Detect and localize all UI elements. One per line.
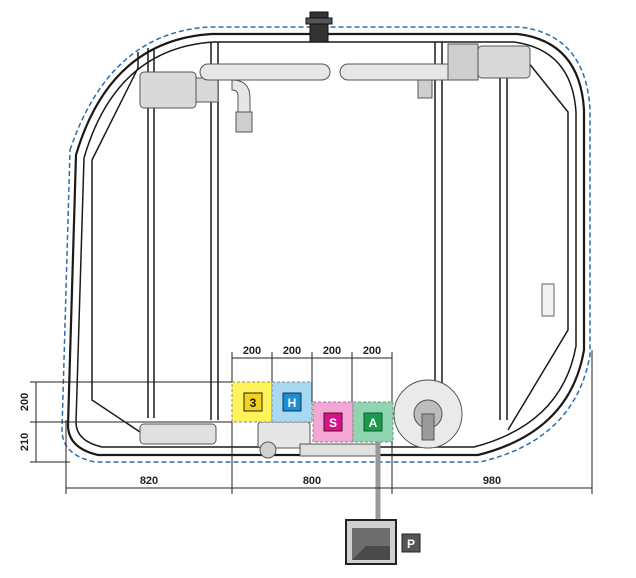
dim-left-2: 210 [19, 433, 31, 451]
zone-a: A [352, 401, 394, 443]
right-pump [339, 43, 531, 99]
support-bars [147, 42, 508, 440]
left-pump [139, 63, 331, 133]
bottom-left-element [139, 423, 217, 445]
zone-3-label: 3 [250, 396, 257, 410]
tank-frame-inner [75, 41, 577, 448]
top-connector [305, 11, 333, 43]
dim-bottom-3: 980 [483, 475, 501, 487]
tank-frame-outer [66, 32, 586, 457]
dim-top-4: 200 [363, 345, 381, 357]
dim-bottom-2: 800 [303, 475, 321, 487]
side-indicator [541, 283, 555, 317]
zone-3: 3 [231, 381, 273, 423]
outlet-p: P [345, 519, 421, 565]
dimension-lines [30, 350, 593, 494]
round-filter [393, 379, 463, 449]
dim-bottom-1: 820 [140, 475, 158, 487]
bottom-valve-assembly [257, 421, 381, 459]
zone-s-label: S [329, 416, 337, 430]
zone-h-label: H [288, 396, 297, 410]
zone-s: S [312, 401, 354, 443]
inner-chamfer-frame-right [507, 51, 569, 431]
zone-h: H [271, 381, 313, 423]
inner-chamfer-frame [91, 52, 141, 433]
dim-top-1: 200 [243, 345, 261, 357]
dim-top-3: 200 [323, 345, 341, 357]
outlet-p-label: P [407, 537, 415, 551]
zone-a-label: A [369, 416, 378, 430]
dim-left-1: 200 [19, 393, 31, 411]
dim-top-2: 200 [283, 345, 301, 357]
